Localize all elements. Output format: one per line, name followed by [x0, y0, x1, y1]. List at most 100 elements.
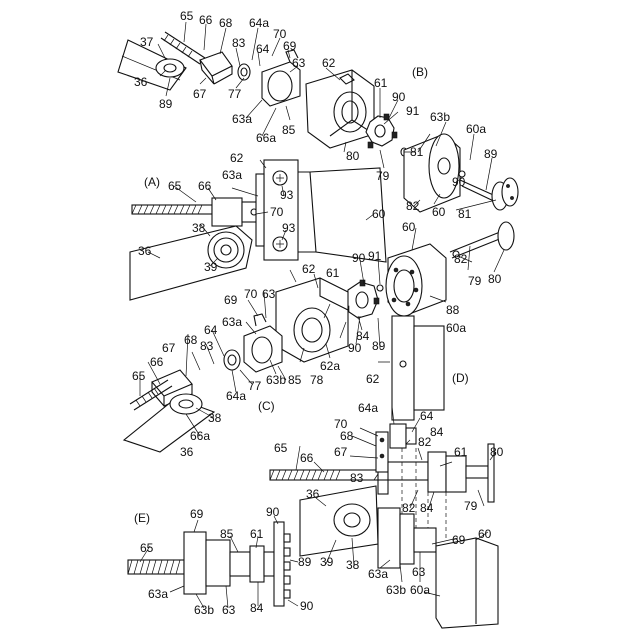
ref-numeral: 70	[270, 205, 284, 219]
view-label-c: (C)	[258, 399, 275, 413]
ref-numeral: 82	[454, 252, 468, 266]
ref-numeral: 89	[298, 555, 312, 569]
ref-numeral: 77	[248, 379, 262, 393]
ref-numeral: 89	[159, 97, 173, 111]
ref-numeral: 90	[266, 505, 280, 519]
ref-numeral: 66	[198, 179, 212, 193]
ref-numeral: 83	[200, 339, 214, 353]
ref-numeral: 36	[138, 244, 152, 258]
ref-numeral: 64a	[249, 16, 269, 30]
ref-numeral: 64	[204, 323, 218, 337]
ref-numeral: 85	[220, 527, 234, 541]
ref-numeral: 83	[232, 36, 246, 50]
ref-numeral: 66a	[190, 429, 210, 443]
view-label-d: (D)	[452, 371, 469, 385]
ref-numeral: 63b	[386, 583, 406, 597]
ref-numeral: 63b	[194, 603, 214, 617]
ref-numeral: 90	[348, 341, 362, 355]
ref-numeral: 83	[350, 471, 364, 485]
ref-numeral: 60	[478, 527, 492, 541]
ref-numeral: 62	[230, 151, 244, 165]
ref-numeral: 68	[219, 16, 233, 30]
ref-numeral: 64a	[358, 401, 378, 415]
ref-numeral: 63	[292, 56, 306, 70]
ref-numeral: 60a	[410, 583, 430, 597]
ref-numeral: 66a	[256, 131, 276, 145]
ref-numeral: 69	[224, 293, 238, 307]
ref-numeral: 93	[282, 221, 296, 235]
ref-numeral: 64	[420, 409, 434, 423]
ref-numeral: 77	[228, 87, 242, 101]
ref-numeral: 93	[280, 188, 294, 202]
ref-numeral: 60	[432, 205, 446, 219]
ref-numeral: 65	[180, 9, 194, 23]
ref-numeral: 65	[132, 369, 146, 383]
ref-numeral: 90	[300, 599, 314, 613]
ref-numeral: 63b	[430, 110, 450, 124]
ref-numeral: 60	[372, 207, 386, 221]
ref-numeral: 64	[256, 42, 270, 56]
ref-numeral: 67	[193, 87, 207, 101]
ref-numeral: 81	[458, 207, 472, 221]
ref-numeral: 37	[140, 35, 154, 49]
ref-numeral: 69	[190, 507, 204, 521]
ref-numeral: 61	[374, 76, 388, 90]
ref-numeral: 63	[222, 603, 236, 617]
ref-numeral: 84	[430, 425, 444, 439]
view-label-e: (E)	[134, 511, 150, 525]
ref-numeral: 63a	[368, 567, 388, 581]
ref-numeral: 90	[392, 90, 406, 104]
ref-numeral: 66	[150, 355, 164, 369]
ref-numeral: 80	[346, 149, 360, 163]
ref-numeral: 89	[372, 339, 386, 353]
ref-numeral: 80	[490, 445, 504, 459]
ref-numeral: 63	[412, 565, 426, 579]
ref-numeral: 90	[452, 175, 466, 189]
ref-numeral: 63b	[266, 373, 286, 387]
ref-numeral: 62a	[320, 359, 340, 373]
ref-numeral: 64a	[226, 389, 246, 403]
ref-numeral: 78	[310, 373, 324, 387]
ref-numeral: 62	[302, 262, 316, 276]
ref-numeral: 67	[162, 341, 176, 355]
ref-numeral: 70	[244, 287, 258, 301]
ref-numeral: 90	[352, 251, 366, 265]
ref-numeral: 63a	[232, 112, 252, 126]
ref-numeral: 38	[208, 411, 222, 425]
ref-numeral: 63a	[222, 168, 242, 182]
ref-numeral: 79	[468, 274, 482, 288]
ref-numeral: 39	[204, 260, 218, 274]
ref-numeral: 63a	[222, 315, 242, 329]
ref-numeral: 91	[406, 104, 420, 118]
ref-numeral: 69	[452, 533, 466, 547]
ref-numeral: 62	[366, 372, 380, 386]
ref-numeral: 38	[346, 558, 360, 572]
ref-numeral: 81	[410, 145, 424, 159]
view-d-drawing	[270, 316, 498, 628]
ref-numeral: 61	[250, 527, 264, 541]
ref-numeral: 39	[320, 555, 334, 569]
ref-numeral: 63a	[148, 587, 168, 601]
view-label-b: (B)	[412, 65, 428, 79]
ref-numeral: 84	[420, 501, 434, 515]
ref-numeral: 82	[402, 501, 416, 515]
ref-numeral: 36	[134, 75, 148, 89]
ref-numeral: 68	[340, 429, 354, 443]
ref-numeral: 36	[180, 445, 194, 459]
ref-numeral: 80	[488, 272, 502, 286]
ref-numeral: 82	[406, 199, 420, 213]
ref-numeral: 84	[250, 601, 264, 615]
ref-numeral: 38	[192, 221, 206, 235]
ref-numeral: 61	[454, 445, 468, 459]
ref-numeral: 60a	[446, 321, 466, 335]
ref-numeral: 65	[140, 541, 154, 555]
ref-numeral: 69	[283, 39, 297, 53]
ref-numeral: 68	[184, 333, 198, 347]
ref-numeral: 67	[334, 445, 348, 459]
ref-numeral: 66	[199, 13, 213, 27]
ref-numeral: 63	[262, 287, 276, 301]
ref-numeral: 60a	[466, 122, 486, 136]
ref-numeral: 36	[306, 487, 320, 501]
view-label-a: (A)	[144, 175, 160, 189]
